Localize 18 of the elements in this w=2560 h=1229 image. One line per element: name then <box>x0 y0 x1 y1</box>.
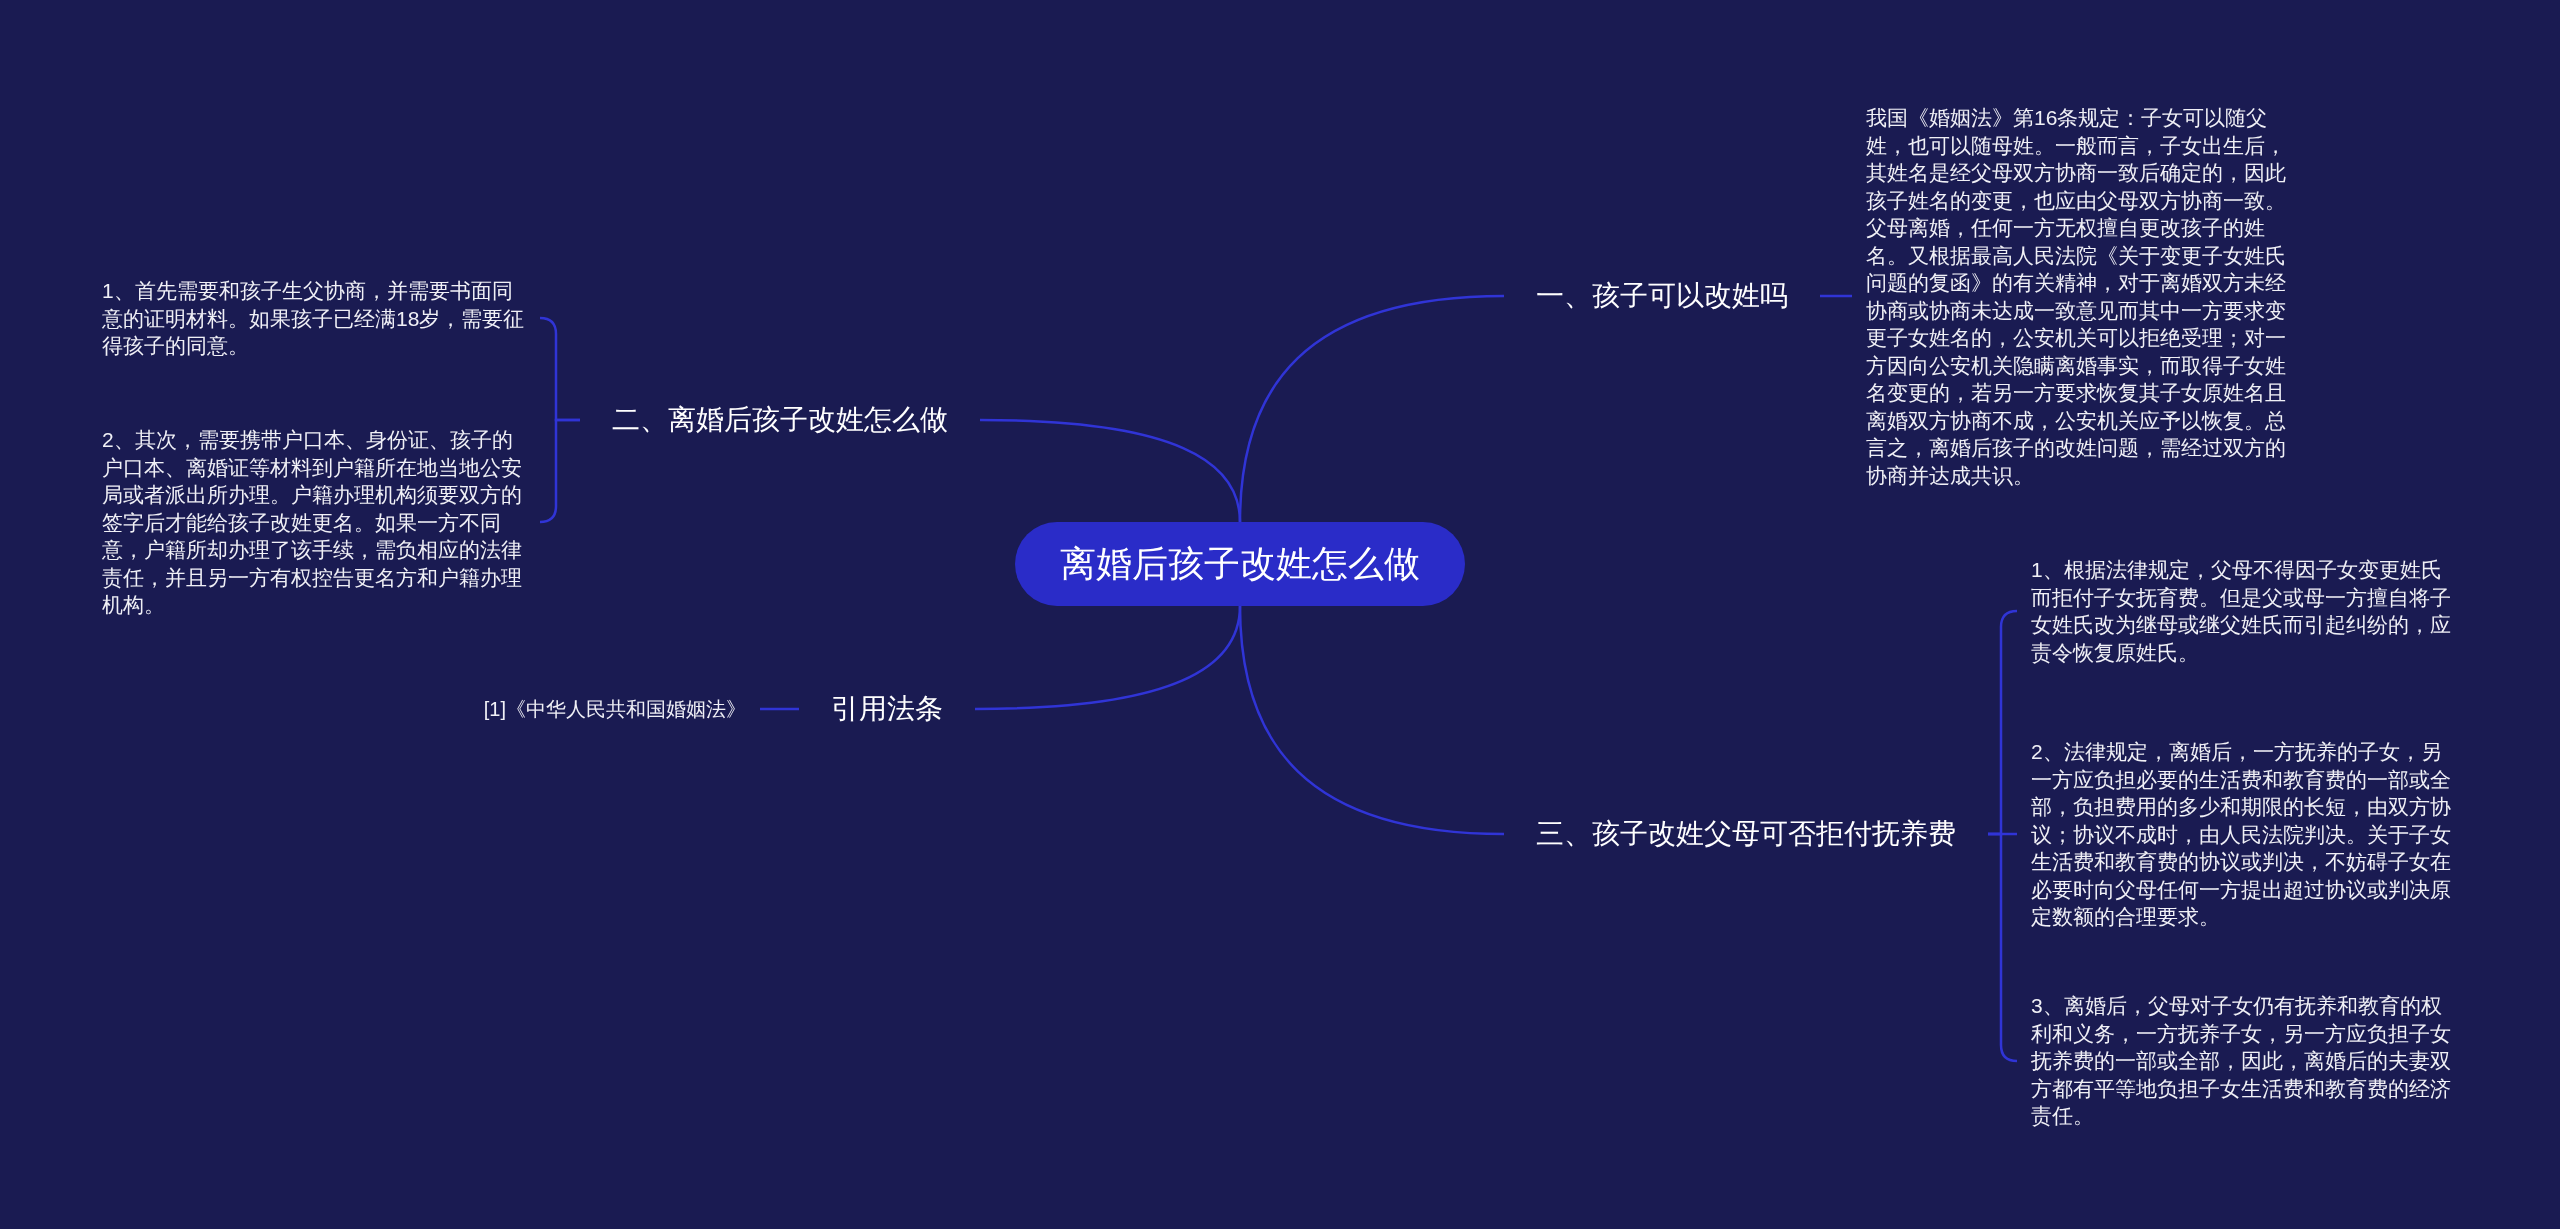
note-text: 2、其次，需要携带户口本、身份证、孩子的户口本、离婚证等材料到户籍所在地当地公安局或者派出所办理。户籍办理机构须要双方的签字后才能给孩子改姓更名。如果一方不同意，户籍所却办理了该手续，需负相应的法律责任，并且另一方有权控告更名方和户籍办理机构。 <box>88 425 540 619</box>
reference-text: [1]《中华人民共和国婚姻法》 <box>469 694 760 724</box>
central-topic: 离婚后孩子改姓怎么做 <box>1015 522 1465 606</box>
note-text: 我国《婚姻法》第16条规定：子女可以随父姓，也可以随母姓。一般而言，子女出生后，其姓名是经父母双方协商一致后确定的，因此孩子姓名的变更，也应由父母双方协商一致。父母离婚，任何一方无权擅自更改孩子的姓名。又根据最高人民法院《关于变更子女姓氏问题的复函》的有关精神，对于离婚双方未经协商或协商未达成一致意见而其中一方要求变更子女姓名的，公安机关可以拒绝受理；对一方因向公安机关隐瞒离婚事实，而取得子女姓名变更的，若另一方要求恢复其子女原姓名且离婚双方协商不成，公安机关应予以恢复。总言之，离婚后孩子的改姓问题，需经过双方的协商并达成共识。 <box>1852 103 2304 489</box>
note-text: 1、首先需要和孩子生父协商，并需要书面同意的证明材料。如果孩子已经满18岁，需要征得孩子的同意。 <box>88 276 540 360</box>
branch-topic: 一、孩子可以改姓吗 <box>1504 276 1820 316</box>
note-text: 3、离婚后，父母对子女仍有抚养和教育的权利和义务，一方抚养子女，另一方应负担子女抚养费的一部或全部，因此，离婚后的夫妻双方都有平等地负担子女生活费和教育费的经济责任。 <box>2017 992 2469 1130</box>
branch-topic: 引用法条 <box>799 689 975 729</box>
connector-line <box>979 418 1242 523</box>
connector-line <box>1820 294 1852 298</box>
connector-line <box>760 707 799 711</box>
branch-topic: 三、孩子改姓父母可否拒付抚养费 <box>1504 814 1988 854</box>
connector-line <box>974 605 1242 711</box>
branch-topic: 二、离婚后孩子改姓怎么做 <box>580 400 980 440</box>
note-text: 1、根据法律规定，父母不得因子女变更姓氏而拒付子女抚育费。但是父或母一方擅自将子女姓氏改为继母或继父姓氏而引起纠纷的，应责令恢复原姓氏。 <box>2017 556 2469 666</box>
note-text: 2、法律规定，离婚后，一方抚养的子女，另一方应负担必要的生活费和教育费的一部或全部，负担费用的多少和期限的长短，由双方协议；协议不成时，由人民法院判决。关于子女生活费和教育费的协议或判决，不妨碍子女在必要时向父母任何一方提出超过协议或判决原定数额的合理要求。 <box>2017 737 2469 931</box>
connector-line <box>1988 832 2018 1063</box>
connector-line <box>539 418 580 524</box>
